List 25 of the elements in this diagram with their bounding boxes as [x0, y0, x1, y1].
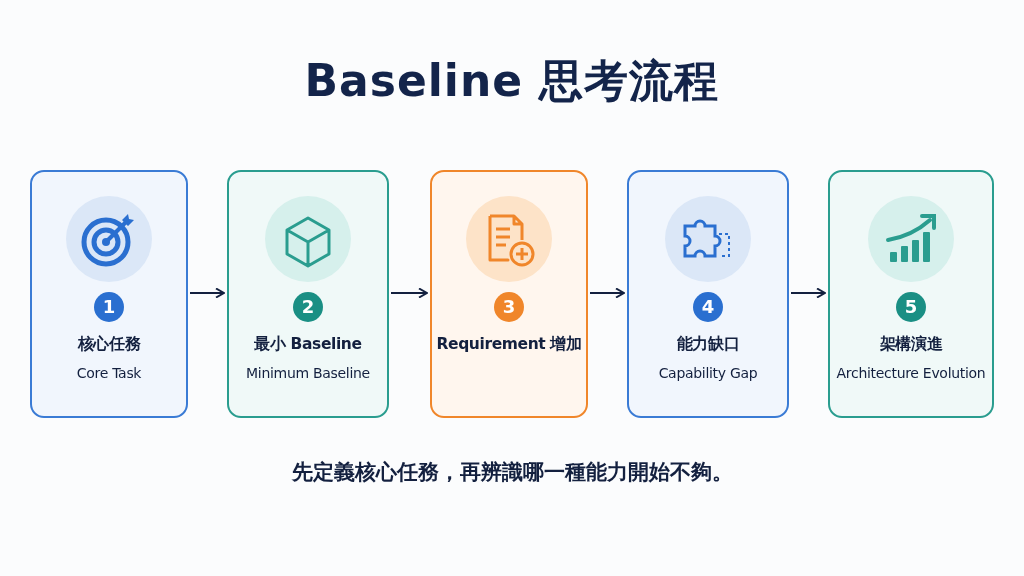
- title: Baseline 思考流程: [303, 54, 721, 108]
- step-number: 3: [494, 292, 524, 322]
- step-number: 2: [293, 292, 323, 322]
- caption: 先定義核心任務，再辨識哪一種能力開始不夠。: [290, 459, 734, 486]
- step-title: 最小 Baseline: [253, 334, 363, 355]
- step-subtitle: Core Task: [75, 365, 143, 381]
- step-card: [30, 170, 188, 418]
- step-title: 核心任務: [76, 334, 142, 355]
- step-number: 5: [896, 292, 926, 322]
- step-title: 能力缺口: [675, 334, 741, 355]
- arrow: [791, 287, 826, 299]
- step-card: [627, 170, 789, 418]
- step-subtitle: Capability Gap: [657, 365, 759, 381]
- step-title: 架構演進: [878, 334, 944, 355]
- step-card: [430, 170, 588, 418]
- arrow: [590, 287, 625, 299]
- arrow: [391, 287, 428, 299]
- step-card: [227, 170, 389, 418]
- step-subtitle: Architecture Evolution: [835, 365, 987, 381]
- step-subtitle: Minimum Baseline: [245, 365, 371, 381]
- step-title: Requirement 增加: [435, 334, 583, 355]
- step-number: 4: [693, 292, 723, 322]
- arrow: [190, 287, 225, 299]
- step-card: [828, 170, 994, 418]
- step-number: 1: [94, 292, 124, 322]
